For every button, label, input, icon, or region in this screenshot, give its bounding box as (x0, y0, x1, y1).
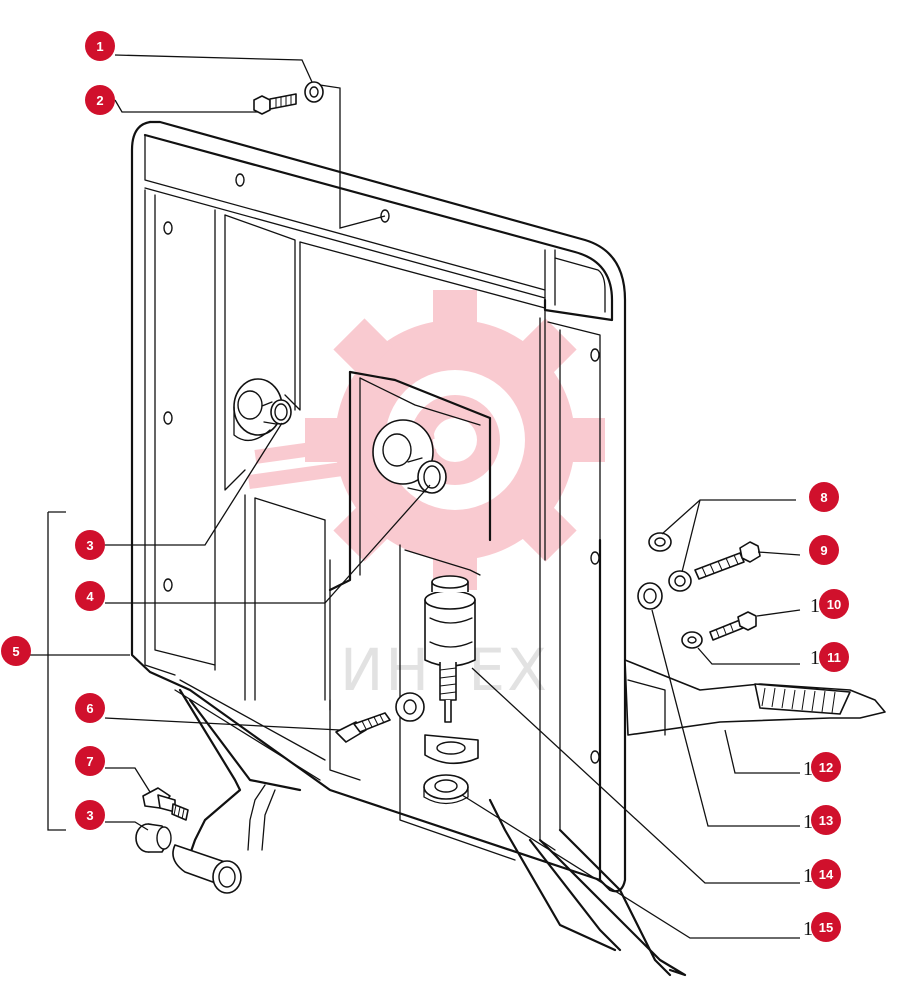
svg-text:14: 14 (819, 867, 834, 882)
svg-text:12: 12 (819, 760, 833, 775)
svg-text:7: 7 (86, 754, 93, 769)
svg-text:8: 8 (820, 490, 827, 505)
svg-text:1: 1 (803, 811, 813, 833)
cylinder-assembly (424, 575, 476, 723)
callout-4: 4 (75, 581, 105, 611)
callout-7: 7 (75, 746, 105, 776)
callout-10: 1 10 (810, 589, 849, 619)
svg-text:5: 5 (12, 644, 19, 659)
svg-text:3: 3 (86, 538, 93, 553)
svg-text:11: 11 (827, 650, 841, 665)
svg-text:1: 1 (803, 865, 813, 887)
bolt-9 (694, 541, 761, 580)
center-boss (372, 419, 447, 494)
callout-6: 6 (75, 693, 105, 723)
fitting-7 (142, 787, 189, 821)
washer-11 (681, 631, 703, 649)
svg-text:2: 2 (96, 93, 103, 108)
pivot-tube (172, 844, 242, 894)
callout-1: 1 (85, 31, 115, 61)
mounting-plate (130, 120, 687, 977)
screw-2 (253, 93, 297, 115)
callout-2: 2 (85, 85, 115, 115)
callout-8: 8 (809, 482, 839, 512)
svg-text:1: 1 (810, 647, 820, 669)
svg-text:3: 3 (86, 808, 93, 823)
upper-left-boss (233, 378, 292, 442)
needle-bushing-3-loose (135, 823, 172, 853)
leader-lines (28, 54, 801, 939)
nut-15 (423, 774, 469, 805)
callout-14: 1 14 (803, 859, 841, 889)
nut-8a (648, 532, 672, 552)
washer-1 (304, 81, 324, 103)
bolt-10 (709, 611, 757, 641)
svg-text:1: 1 (810, 595, 820, 617)
callout-12: 1 12 (803, 752, 841, 782)
callout-9: 9 (809, 535, 839, 565)
svg-text:1: 1 (803, 918, 813, 940)
nut-8b (668, 570, 692, 592)
svg-text:9: 9 (820, 543, 827, 558)
callout-5: 5 (1, 636, 31, 666)
washer-13 (637, 582, 663, 610)
callout-3b: 3 (75, 800, 105, 830)
watermark-logo (247, 290, 605, 590)
svg-text:4: 4 (86, 589, 94, 604)
svg-text:15: 15 (819, 920, 833, 935)
svg-text:13: 13 (819, 813, 833, 828)
stud-bolt-6 (335, 692, 425, 743)
needle-bushing-3-mounted (261, 399, 292, 425)
needle-bushing-4-mounted (407, 457, 447, 494)
callout-15: 1 15 (803, 912, 841, 942)
pedal-lever-12 (624, 659, 886, 736)
svg-text:10: 10 (827, 597, 841, 612)
lower-bracket (424, 734, 479, 765)
svg-text:6: 6 (86, 701, 93, 716)
callout-3a: 3 (75, 530, 105, 560)
svg-text:1: 1 (803, 758, 813, 780)
callout-13: 1 13 (803, 805, 841, 835)
svg-text:1: 1 (96, 39, 103, 54)
